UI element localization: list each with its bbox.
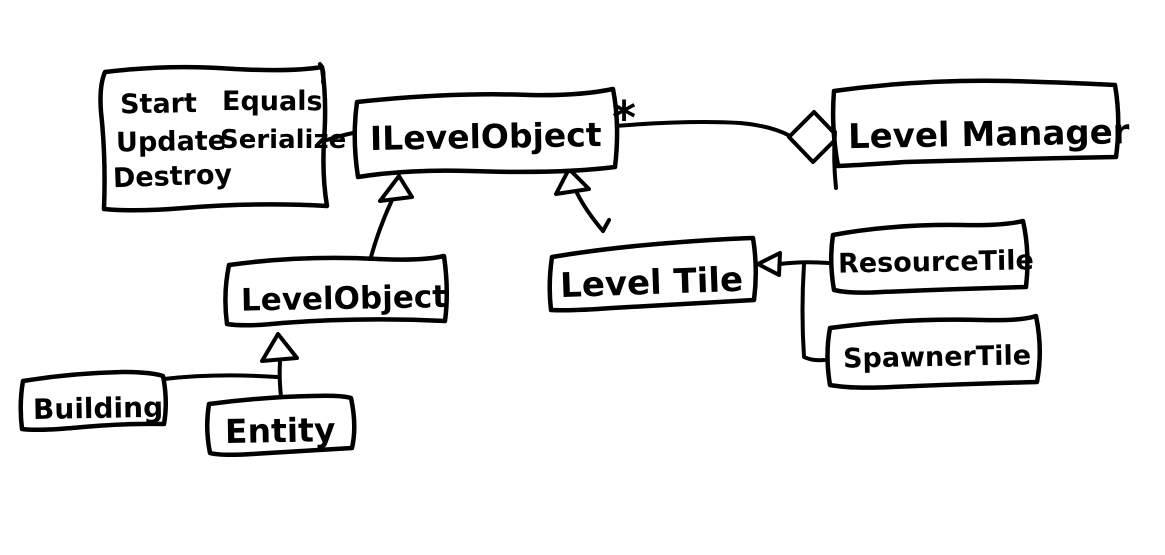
box-outline bbox=[829, 218, 1030, 295]
class-name: SpawnerTile bbox=[843, 340, 1032, 374]
method-name: Serialize bbox=[220, 125, 346, 155]
box-outline bbox=[547, 235, 758, 313]
node-entity: Entity bbox=[205, 393, 357, 458]
inheritance-triangle-icon-levelobject bbox=[260, 332, 299, 363]
inheritance-triangle-icon-leveltile bbox=[756, 251, 782, 277]
box-outline bbox=[18, 369, 168, 433]
node-resourcetile: ResourceTile bbox=[829, 218, 1034, 295]
multiplicity-label: * bbox=[612, 91, 636, 145]
realization-triangle-icon-levelobject bbox=[378, 174, 414, 203]
inheritance-line-spawnertile bbox=[800, 262, 826, 363]
method-name: Equals bbox=[222, 86, 323, 117]
realization-triangle-icon-leveltile bbox=[554, 167, 591, 196]
aggregation-line bbox=[613, 120, 792, 138]
box-outline bbox=[223, 253, 450, 328]
box-outline bbox=[825, 313, 1043, 390]
realization-line-levelobject bbox=[369, 198, 394, 259]
box-outline bbox=[830, 78, 1121, 169]
node-leveltile: Level Tile bbox=[547, 235, 758, 313]
note-attachment-line bbox=[325, 131, 355, 142]
box-outline bbox=[98, 64, 330, 213]
node-ilevelobject: ILevelObject bbox=[352, 86, 620, 180]
realization-line-leveltile bbox=[575, 191, 605, 233]
method-name: Update bbox=[116, 126, 227, 159]
method-name: Destroy bbox=[112, 159, 233, 194]
inheritance-line-building bbox=[162, 373, 279, 381]
pen-hook-stroke bbox=[601, 218, 611, 233]
class-name: Entity bbox=[225, 410, 336, 451]
node-levelobject: LevelObject bbox=[223, 253, 450, 328]
class-name: Level Manager bbox=[848, 112, 1130, 157]
node-spawnertile: SpawnerTile bbox=[825, 313, 1043, 390]
pen-overshoot-stroke bbox=[318, 62, 326, 84]
node-building: Building bbox=[18, 369, 168, 433]
pen-overshoot-stroke bbox=[832, 130, 838, 190]
class-name: LevelObject bbox=[241, 279, 448, 319]
class-name: Level Tile bbox=[559, 260, 743, 306]
box-outline bbox=[205, 393, 357, 458]
method-name: Start bbox=[120, 88, 197, 120]
class-name: ILevelObject bbox=[370, 115, 602, 158]
class-name: Building bbox=[33, 391, 164, 426]
node-levelmanager: Level Manager bbox=[830, 78, 1130, 190]
inheritance-line-entity bbox=[277, 360, 283, 399]
box-outline bbox=[352, 86, 620, 180]
class-name: ResourceTile bbox=[838, 245, 1034, 279]
node-methods-note: Start Equals Update Serialize Destroy bbox=[98, 62, 346, 213]
